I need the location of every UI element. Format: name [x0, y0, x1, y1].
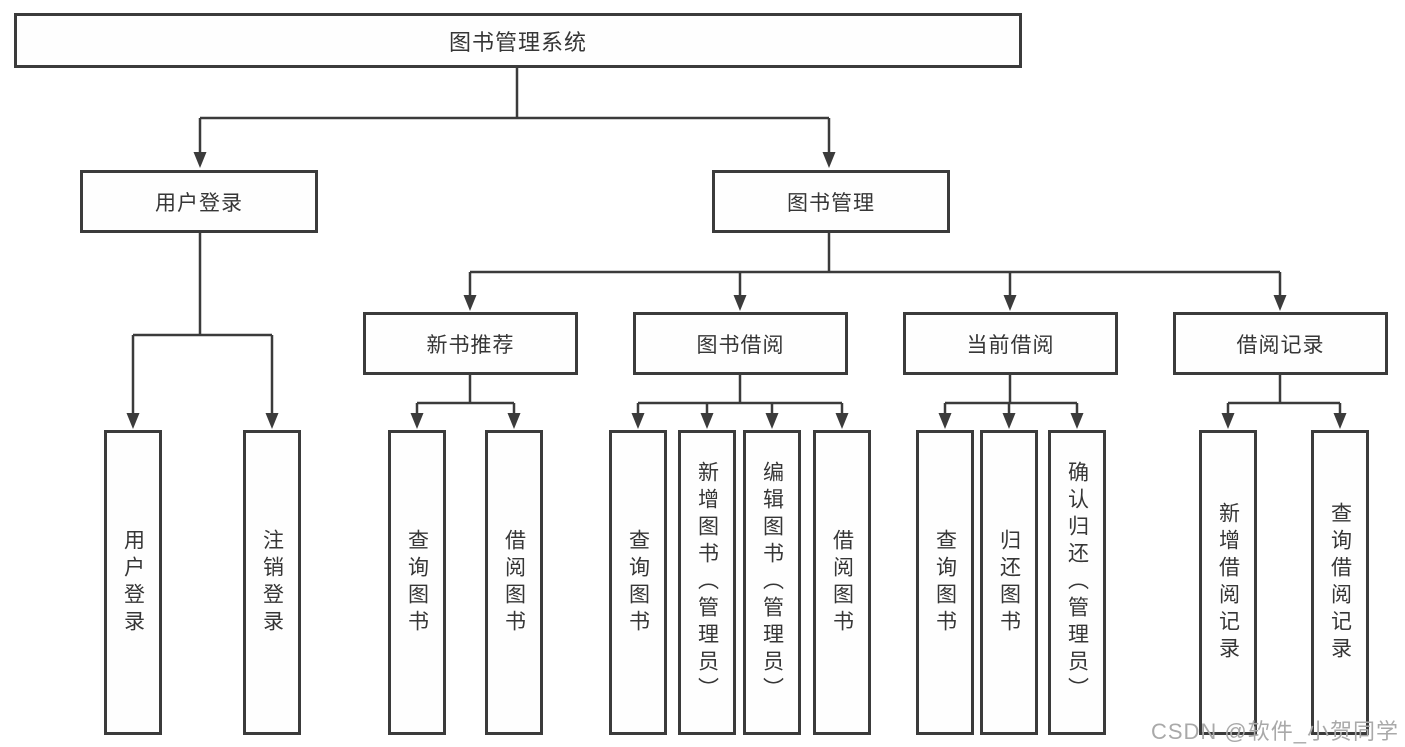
leaf-cb-query-books: 查询图书 [916, 430, 974, 735]
arrowheads [126, 152, 1347, 429]
leaf-nb-query-books: 查询图书 [388, 430, 446, 735]
leaf-nb-borrow-books: 借阅图书 [485, 430, 543, 735]
leaf-bb-borrow-books: 借阅图书 [813, 430, 871, 735]
leaf-user-login: 用户登录 [104, 430, 162, 735]
node-book-management: 图书管理 [712, 170, 950, 233]
node-book-borrow: 图书借阅 [633, 312, 848, 375]
node-new-book-recommend: 新书推荐 [363, 312, 578, 375]
leaf-cb-confirm-return-admin: 确认归还（管理员） [1048, 430, 1106, 735]
csdn-watermark: CSDN @软件_小贺同学 [1150, 719, 1399, 744]
leaf-cb-return-books: 归还图书 [980, 430, 1038, 735]
node-user-login: 用户登录 [80, 170, 318, 233]
leaf-br-add-record: 新增借阅记录 [1199, 430, 1257, 735]
leaf-logout: 注销登录 [243, 430, 301, 735]
node-borrow-records: 借阅记录 [1173, 312, 1388, 375]
leaf-br-query-record: 查询借阅记录 [1311, 430, 1369, 735]
leaf-bb-add-book-admin: 新增图书（管理员） [678, 430, 736, 735]
node-current-borrow: 当前借阅 [903, 312, 1118, 375]
node-root: 图书管理系统 [14, 13, 1022, 68]
leaf-bb-query-books: 查询图书 [609, 430, 667, 735]
leaf-bb-edit-book-admin: 编辑图书（管理员） [743, 430, 801, 735]
